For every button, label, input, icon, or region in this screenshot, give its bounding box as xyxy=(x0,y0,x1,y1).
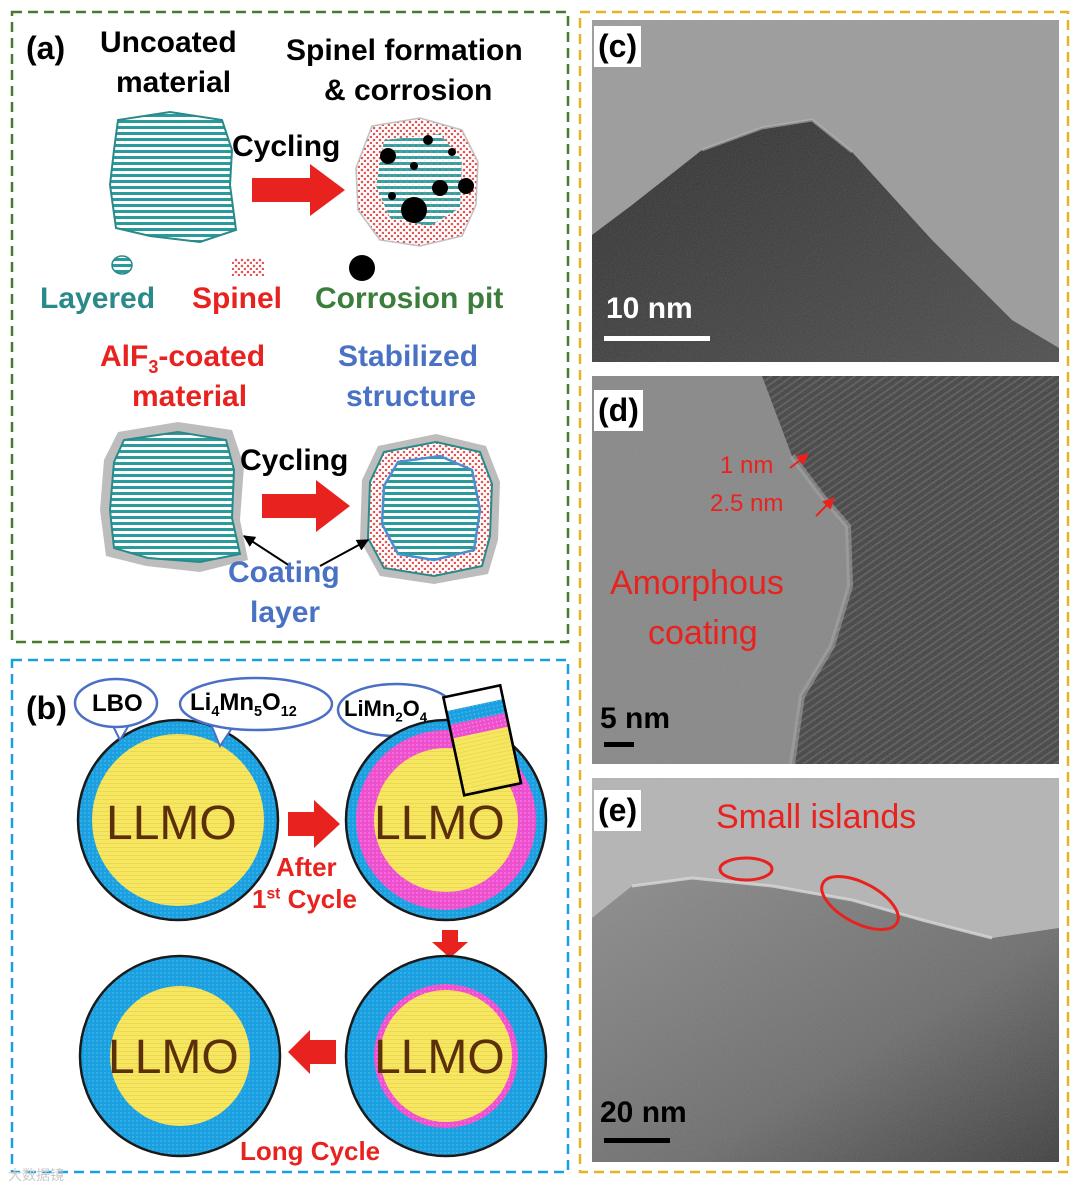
spinel-core xyxy=(376,134,462,226)
panel-cde-border xyxy=(578,10,1070,1174)
coated-title-line1: AlF3-coated xyxy=(100,340,266,377)
small-islands-label: Small islands xyxy=(716,798,917,836)
core-label-final: LLMO xyxy=(108,1031,239,1084)
after-label: After xyxy=(276,852,337,882)
panel-a-letter: (a) xyxy=(26,30,66,66)
scalebar-c-label: 10 nm xyxy=(606,292,693,325)
cycling-arrow-bottom xyxy=(262,480,350,532)
corrosion-pit-legend-icon xyxy=(349,255,375,281)
first-cycle-label: 1st Cycle xyxy=(252,884,357,914)
panel-d-letter: (d) xyxy=(594,390,643,431)
legend-layered-label: Layered xyxy=(40,282,156,315)
coated-title-line2: material xyxy=(132,380,248,413)
amorphous-label-line2: coating xyxy=(648,614,758,652)
corrosion-pit xyxy=(380,148,396,164)
cycling-label-top: Cycling xyxy=(232,130,341,163)
corrosion-pit xyxy=(388,192,396,200)
panel-b-border xyxy=(10,658,570,1174)
long-cycle-arrow xyxy=(288,1030,336,1074)
panel-e-letter: (e) xyxy=(594,790,642,831)
scalebar-e-label: 20 nm xyxy=(600,1096,687,1129)
corrosion-pit xyxy=(458,178,474,194)
panel-b-letter: (b) xyxy=(26,690,67,726)
corrosion-pit xyxy=(448,148,456,156)
island-marker xyxy=(718,856,774,882)
bubble-li4-label: Li4Mn5O12 xyxy=(190,689,297,720)
corrosion-pit xyxy=(432,180,448,196)
stabilized-title-line1: Stabilized xyxy=(338,340,479,373)
scalebar-c xyxy=(604,336,710,341)
scalebar-d-label: 5 nm xyxy=(600,702,671,735)
legend-pit-label: Corrosion pit xyxy=(315,282,504,315)
bubble-lbo-label: LBO xyxy=(92,690,143,717)
thickness-pointers xyxy=(789,453,835,517)
after-first-cycle-arrow xyxy=(288,800,340,848)
coating-layer-line1: Coating xyxy=(228,556,340,589)
watermark: 大数据镜 xyxy=(8,1168,64,1184)
tem-image-d xyxy=(592,376,1059,764)
llmo-sphere-final-core xyxy=(110,986,250,1126)
cycling-arrow-top xyxy=(252,164,345,216)
corrosion-pit xyxy=(423,135,433,145)
uncoated-title-line1: Uncoated xyxy=(100,26,237,59)
stabilized-title-line2: structure xyxy=(346,380,477,413)
corrosion-pit xyxy=(410,162,418,170)
scalebar-e xyxy=(604,1138,670,1143)
zoom-inset xyxy=(441,683,523,797)
amorphous-label-line1: Amorphous xyxy=(610,564,784,602)
down-arrow xyxy=(432,930,468,958)
island-marker xyxy=(820,875,900,931)
tem-image-c xyxy=(592,20,1059,362)
layered-legend-icon xyxy=(111,255,133,275)
bubble-li4 xyxy=(178,676,334,732)
llmo-sphere-long-core xyxy=(380,990,512,1122)
scalebar-d xyxy=(604,742,634,747)
bubble-limn-label: LiMn2O4 xyxy=(344,696,428,725)
thickness-label-1: 1 nm xyxy=(720,452,774,479)
coating-pointer-left xyxy=(242,535,291,567)
llmo-sphere-initial-core xyxy=(92,734,264,906)
spinel-legend-icon xyxy=(232,258,264,276)
thickness-label-2: 2.5 nm xyxy=(710,490,784,517)
long-cycle-label: Long Cycle xyxy=(240,1136,381,1166)
coating-pointer-right xyxy=(319,539,370,567)
uncoated-title-line2: material xyxy=(116,66,232,99)
legend-spinel-label: Spinel xyxy=(192,282,283,315)
core-label-long: LLMO xyxy=(374,1031,505,1084)
core-label-cycled: LLMO xyxy=(374,797,505,850)
spinel-title-line1: Spinel formation xyxy=(286,34,523,67)
panel-a-border xyxy=(10,10,570,644)
tem-image-e xyxy=(592,778,1059,1162)
core-label-initial: LLMO xyxy=(106,797,237,850)
coated-particle xyxy=(108,430,242,564)
corrosion-pit xyxy=(401,197,427,223)
panel-c-letter: (c) xyxy=(594,26,642,67)
uncoated-particle xyxy=(108,110,238,244)
cycling-label-bottom: Cycling xyxy=(240,444,349,477)
spinel-title-line2: & corrosion xyxy=(324,74,493,107)
bubble-lbo xyxy=(73,677,159,729)
stabilized-core xyxy=(380,454,482,562)
coating-layer-line2: layer xyxy=(250,596,321,629)
